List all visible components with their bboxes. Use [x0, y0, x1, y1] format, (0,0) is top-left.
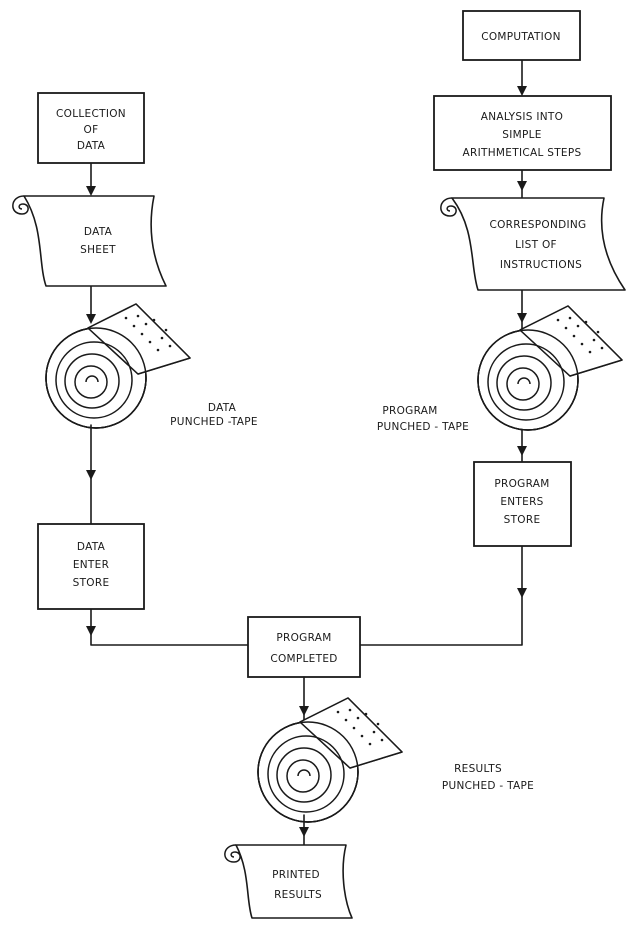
arrowhead [517, 588, 527, 598]
analysis-label: SIMPLE [502, 129, 541, 141]
data-sheet-label: DATA [84, 226, 113, 238]
instructions-label: INSTRUCTIONS [500, 259, 582, 271]
program-completed-label: COMPLETED [270, 653, 337, 665]
data-enter-store-label: DATA [77, 541, 106, 553]
instructions-label: CORRESPONDING [489, 219, 586, 231]
collection-of-data-label: OF [84, 124, 99, 136]
arrowhead [517, 86, 527, 96]
arrowhead [86, 470, 96, 480]
program-enters-store-label: PROGRAM [494, 478, 549, 490]
data-sheet-label: SHEET [80, 244, 116, 256]
data-punched-tape-reel-icon [46, 304, 190, 428]
svg-text:DATA: DATA [208, 402, 237, 414]
analysis-label: ARITHMETICAL STEPS [463, 147, 582, 159]
connector [360, 546, 522, 645]
instructions-label: LIST OF [515, 239, 557, 251]
program-completed-box: PROGRAM COMPLETED [248, 617, 360, 677]
arrowhead [86, 186, 96, 196]
data-enter-store-box: DATA ENTER STORE [38, 524, 144, 609]
data-enter-store-label: STORE [73, 577, 110, 589]
program-enters-store-label: ENTERS [500, 496, 543, 508]
data-sheet-document: DATA SHEET [13, 196, 166, 286]
instructions-document: CORRESPONDING LIST OF INSTRUCTIONS [441, 198, 625, 290]
analysis-label: ANALYSIS INTO [481, 111, 563, 123]
program-punched-tape-caption: PROGRAM PUNCHED - TAPE [377, 405, 469, 433]
svg-text:PUNCHED -TAPE: PUNCHED -TAPE [170, 416, 258, 428]
analysis-box: ANALYSIS INTO SIMPLE ARITHMETICAL STEPS [434, 96, 611, 170]
program-completed-label: PROGRAM [276, 632, 331, 644]
collection-of-data-label: DATA [77, 140, 106, 152]
printed-results-document: PRINTED RESULTS [225, 845, 352, 918]
results-punched-tape-caption: RESULTS PUNCHED - TAPE [442, 763, 534, 792]
data-enter-store-label: ENTER [73, 559, 109, 571]
connector [91, 609, 248, 645]
arrowhead [86, 626, 96, 636]
svg-text:RESULTS: RESULTS [454, 763, 502, 775]
svg-text:PUNCHED - TAPE: PUNCHED - TAPE [442, 780, 534, 792]
arrowhead [299, 827, 309, 837]
arrowhead [517, 313, 527, 323]
data-punched-tape-caption: DATA PUNCHED -TAPE [170, 402, 258, 428]
collection-of-data-box: COLLECTION OF DATA [38, 93, 144, 163]
printed-results-label: PRINTED [272, 869, 320, 881]
arrowhead [299, 706, 309, 716]
computation-label: COMPUTATION [481, 31, 561, 43]
arrowhead [86, 314, 96, 324]
program-punched-tape-reel-icon [478, 306, 622, 430]
program-enters-store-label: STORE [504, 514, 541, 526]
arrowhead [517, 446, 527, 456]
program-enters-store-box: PROGRAM ENTERS STORE [474, 462, 571, 546]
collection-of-data-label: COLLECTION [56, 108, 126, 120]
arrowhead [517, 181, 527, 191]
results-punched-tape-reel-icon [258, 698, 402, 822]
computation-box: COMPUTATION [463, 11, 580, 60]
svg-text:PUNCHED - TAPE: PUNCHED - TAPE [377, 421, 469, 433]
svg-text:PROGRAM: PROGRAM [382, 405, 437, 417]
printed-results-label: RESULTS [274, 889, 322, 901]
